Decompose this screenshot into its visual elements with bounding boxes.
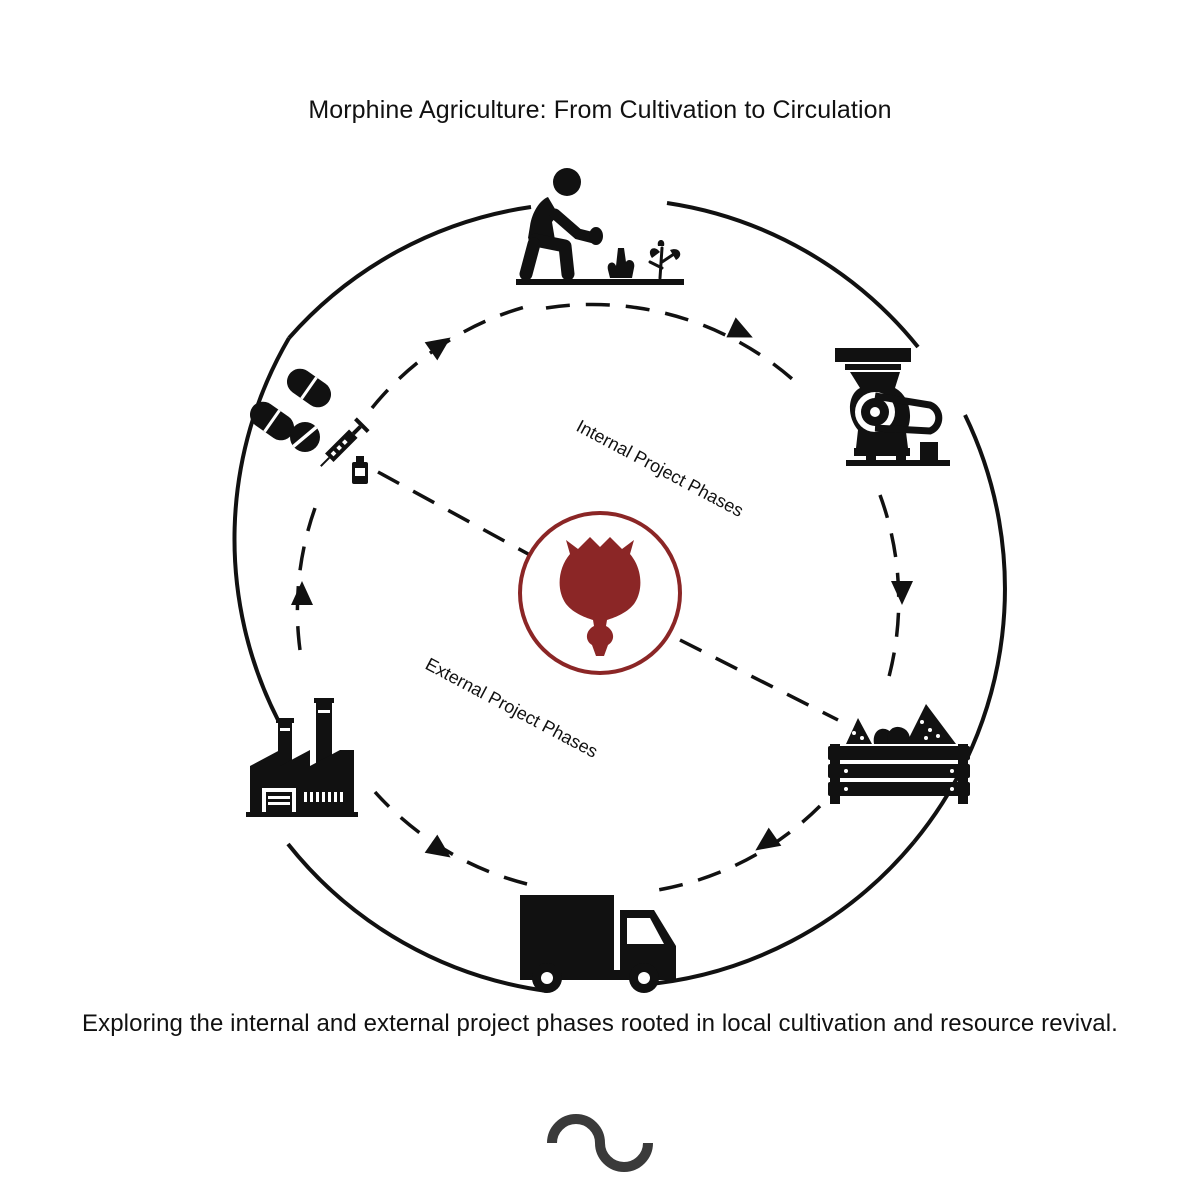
outer-ring (232, 201, 1007, 993)
arrow-marker (424, 834, 451, 858)
direction-arrows (291, 317, 913, 858)
press-machine-icon (835, 348, 950, 466)
medicine-pills-syringe-icon (249, 368, 370, 484)
arrow-marker (424, 337, 451, 361)
internal-phases-label: Internal Project Phases (573, 416, 747, 521)
delivery-truck-icon (520, 895, 676, 993)
harvest-crate-icon (828, 704, 970, 804)
wave-logo-icon (547, 1114, 653, 1172)
phase-divider (377, 470, 839, 722)
diagram-caption: Exploring the internal and external proj… (82, 1010, 1118, 1037)
factory-icon (246, 698, 358, 817)
farmer-planting-icon (516, 168, 684, 285)
page-title: Morphine Agriculture: From Cultivation t… (308, 96, 892, 124)
arrow-marker (291, 581, 313, 605)
arrow-marker (726, 317, 753, 338)
arrow-marker (891, 581, 913, 605)
poppy-pod-icon (518, 511, 682, 675)
arrow-marker (755, 827, 782, 851)
